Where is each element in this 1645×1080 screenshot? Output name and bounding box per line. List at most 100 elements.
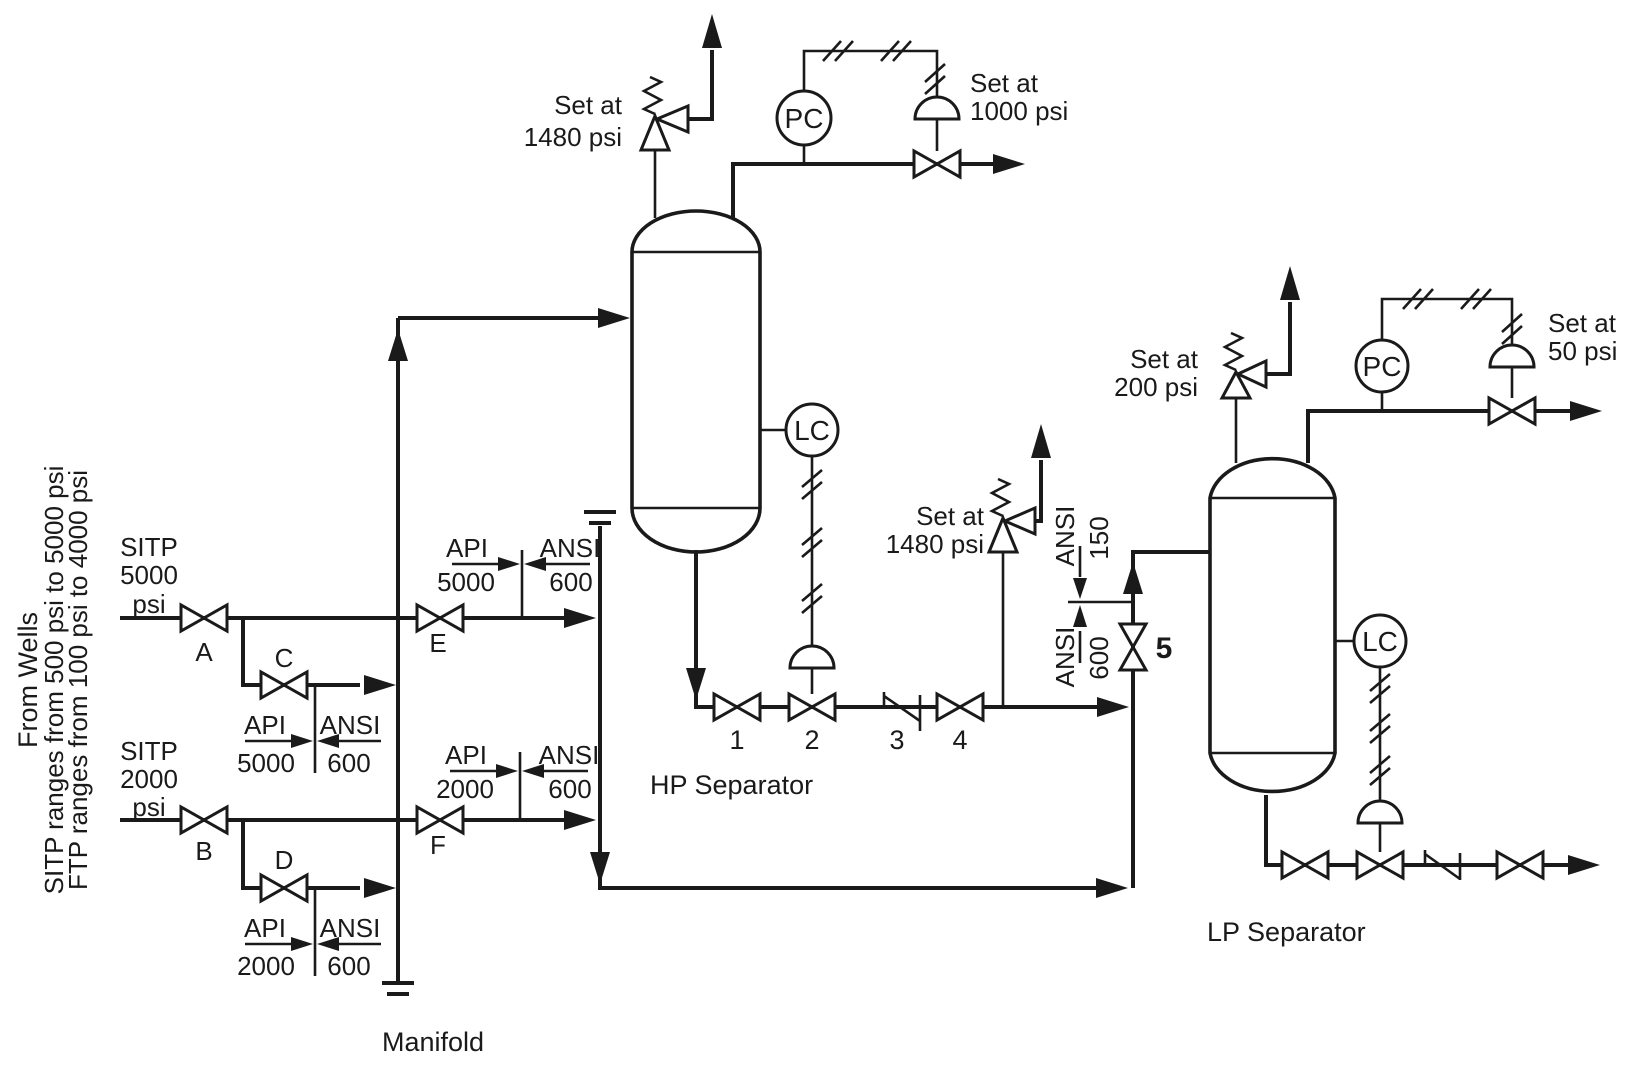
- spec-break-f: API 2000 ANSI 600: [436, 740, 599, 820]
- hp-psv-outlet-icon: [653, 103, 690, 135]
- hp-drain-psv-vent-line: [1035, 460, 1043, 523]
- hp-lc-signal-slashes: [801, 469, 823, 614]
- valve-c-icon: [259, 669, 309, 701]
- hp-gas-pressure-control: PC Set at 1000 psi: [731, 40, 1068, 218]
- lp-psv-set-label: Set at: [1130, 344, 1199, 374]
- lp-pc-signal-slashes: [1402, 288, 1523, 345]
- lp-separator-vessel: [1208, 456, 1337, 794]
- hp-relief-valve-assembly: Set at 1480 psi: [524, 14, 722, 218]
- hp-lc-tag: LC: [794, 415, 830, 446]
- hp-drain-psv-set-label: Set at: [916, 501, 985, 531]
- test-collection-line: [584, 510, 1128, 898]
- well-5000-inlet: SITP 5000 psi A C API 5000 ANSI 600: [120, 532, 398, 778]
- valve-f-label: F: [430, 830, 446, 860]
- from-wells-notes: From Wells SITP ranges from 500 psi to 5…: [13, 466, 93, 895]
- valve-e-icon: [415, 602, 465, 634]
- spec-break-f-left-arrow: [496, 764, 518, 778]
- lp-liquid-out-arrow: [1568, 855, 1600, 875]
- lp-lc-tag: LC: [1362, 626, 1398, 657]
- manifold-end-cap-icon: [382, 981, 414, 996]
- spec-break-f-left-std: API: [445, 740, 487, 770]
- lp-level-control: LC: [1335, 613, 1408, 852]
- hp-vessel-seams: [632, 250, 760, 510]
- spec-break-c-left-std: API: [244, 710, 286, 740]
- hp-psv-vent-line: [688, 50, 714, 121]
- valve-a-label: A: [195, 637, 213, 667]
- spec-break-riser-top-std: ANSI: [1050, 506, 1080, 567]
- hp-pc-signal-line: [802, 49, 939, 97]
- hp-liquid-line: [694, 550, 1097, 709]
- hp-gas-out-arrow: [993, 154, 1025, 174]
- spec-break-e-right-rating: 600: [549, 567, 592, 597]
- spec-break-riser-up-arrow: [1073, 605, 1087, 627]
- hp-pcv-actuator-icon: [913, 95, 961, 121]
- spec-break-c-right-rating: 600: [327, 748, 370, 778]
- from-wells-label: From Wells: [13, 612, 43, 748]
- hp-gas-line: [731, 162, 993, 218]
- valve-d-icon: [259, 872, 309, 904]
- well-d-branch-line: [241, 820, 360, 890]
- lp-separator-assembly: LP Separator Set at 200 psi PC Set at: [1114, 266, 1617, 947]
- hp-pcv-set-label: Set at: [970, 68, 1039, 98]
- well-2000-service-label: SITP: [120, 736, 178, 766]
- lp-gas-pressure-control: PC Set at 50 psi: [1306, 288, 1617, 463]
- spec-break-d: API 2000 ANSI 600: [237, 888, 381, 981]
- lp-psv-vent-arrow: [1280, 266, 1300, 300]
- flow-arrow-f: [564, 810, 596, 830]
- lp-pc-signal-line: [1380, 297, 1514, 345]
- spec-break-c-right-std: ANSI: [320, 710, 381, 740]
- hp-drain-psv-set-value: 1480 psi: [886, 529, 984, 559]
- hp-liquid-down-arrow: [686, 668, 706, 700]
- sitp-range-note: SITP ranges from 500 psi to 5000 psi: [39, 466, 69, 895]
- collection-down-arrow: [590, 852, 610, 884]
- hp-drain-valve-1-icon: [712, 691, 762, 723]
- flow-arrow-into-hp: [598, 308, 630, 328]
- hp-psv-set-value: 1480 psi: [524, 122, 622, 152]
- valve-e-label: E: [429, 628, 446, 658]
- hp-drain-valve-2-icon: [787, 691, 837, 723]
- lp-relief-valve-assembly: Set at 200 psi: [1114, 266, 1300, 463]
- well-5000-unit: psi: [132, 589, 165, 619]
- hp-separator-assembly: HP Separator Set at 1480 psi PC Set at: [524, 14, 1129, 800]
- lp-gas-line: [1306, 409, 1570, 463]
- lp-psv-set-value: 200 psi: [1114, 372, 1198, 402]
- spec-break-c-left-rating: 5000: [237, 748, 295, 778]
- hp-check-valve-3-icon: [882, 692, 922, 731]
- spec-break-riser: ANSI 150 ANSI 600: [1050, 506, 1133, 687]
- spec-break-c-left-arrow: [291, 734, 313, 748]
- well-2000-pressure: 2000: [120, 764, 178, 794]
- lp-check-valve-icon: [1423, 850, 1462, 881]
- spec-break-e-left-std: API: [446, 533, 488, 563]
- transfer-riser-up-arrow: [1123, 562, 1143, 594]
- collection-line-cap-icon: [584, 510, 616, 525]
- spec-break-d-right-std: ANSI: [320, 913, 381, 943]
- well-2000-inlet: SITP 2000 psi B D API 2000 ANSI 600: [120, 736, 398, 981]
- hp-drain-valve-2-label: 2: [804, 725, 819, 755]
- flow-arrow-d-to-manifold: [364, 878, 396, 898]
- manifold-outlet-e: E API 5000 ANSI 600: [398, 533, 600, 658]
- valve-b-label: B: [195, 836, 212, 866]
- spec-break-d-left-std: API: [244, 913, 286, 943]
- hp-drain-psv-inlet-icon: [986, 514, 1020, 554]
- spec-break-d-right-rating: 600: [327, 951, 370, 981]
- lp-drain-valve-3-icon: [1495, 849, 1545, 881]
- lp-pcv-valve-icon: [1487, 395, 1537, 427]
- lp-psv-inlet-icon: [1219, 368, 1253, 400]
- hp-psv-vent-arrow: [702, 14, 722, 48]
- manifold-outlet-f: F API 2000 ANSI 600: [398, 740, 599, 860]
- manifold-up-arrow: [388, 329, 408, 361]
- hp-to-lp-transfer-line: 5 ANSI 150 ANSI 600: [1050, 506, 1210, 888]
- lp-pc-tag: PC: [1363, 351, 1402, 382]
- hp-pc-tag: PC: [785, 103, 824, 134]
- valve-b-icon: [179, 804, 229, 836]
- hp-psv-spring-icon: [641, 75, 664, 116]
- hp-separator-label: HP Separator: [650, 770, 813, 800]
- lp-pcv-set-value: 50 psi: [1548, 336, 1617, 366]
- well-c-branch-line: [241, 618, 360, 687]
- lp-pcv-actuator-icon: [1488, 343, 1536, 369]
- hp-pc-signal-slashes: [822, 40, 946, 95]
- spec-break-f-right-arrow: [522, 764, 544, 778]
- spec-break-d-left-rating: 2000: [237, 951, 295, 981]
